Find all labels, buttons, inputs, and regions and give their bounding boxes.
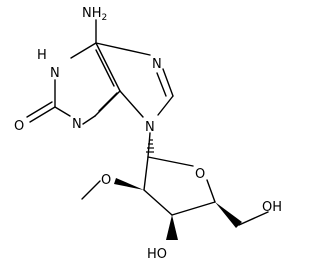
- bond-oring-c4: [206, 179, 216, 203]
- carbonyl-bond: [26, 101, 56, 123]
- bond-c6-n1: [70, 42, 97, 59]
- atom-n3: N: [72, 117, 82, 132]
- bond-c4-c5-inner: [98, 92, 118, 112]
- bond-n9-c1: [147, 132, 151, 158]
- bond-ome-methyl: [81, 180, 101, 200]
- atom-n1-h: H: [37, 48, 47, 63]
- atom-ho-3: HO: [147, 247, 167, 262]
- atom-o-ring: O: [195, 167, 205, 182]
- bond-c2-o2-a: [29, 106, 56, 123]
- purine-bonds: [54, 19, 174, 125]
- bond-c4-c3: [171, 201, 216, 216]
- bond-c5-c6: [95, 42, 121, 92]
- hashed-bonds: [146, 139, 154, 153]
- ribose-bonds: [81, 132, 269, 240]
- atom-o-carbonyl: O: [14, 119, 24, 134]
- bond-c4-c5: [94, 90, 121, 117]
- bond-c5-c6-inner: [95, 49, 115, 87]
- atom-n1: N: [50, 66, 60, 81]
- wedge-c3-oh: [166, 215, 178, 240]
- atom-nh2: NH2: [82, 6, 107, 23]
- atom-n9: N: [145, 120, 155, 135]
- atom-oh-5: OH: [262, 200, 282, 215]
- bond-c5prime-o5: [238, 211, 269, 226]
- bond-n3-c4: [82, 115, 96, 125]
- molecule-structure: NH2 H N N N N O O O HO OH: [14, 6, 282, 262]
- bond-n7-c8-inner: [156, 72, 167, 97]
- atom-o-methoxy: O: [101, 173, 111, 188]
- atom-n7: N: [152, 57, 162, 72]
- bond-c5-n9: [119, 90, 144, 118]
- bond-c2-c1: [143, 156, 149, 191]
- bond-c3-c2: [143, 189, 173, 216]
- bond-c8-n9: [157, 95, 174, 116]
- bond-c6-n7: [95, 42, 151, 56]
- bond-c2-o2-b: [26, 101, 53, 118]
- wedge-c4-c5prime: [215, 202, 242, 228]
- bond-n7-c8: [162, 68, 174, 97]
- wedge-c2-ome: [114, 178, 144, 190]
- bond-c2-n3: [54, 106, 71, 117]
- bond-c1-oring: [147, 156, 194, 167]
